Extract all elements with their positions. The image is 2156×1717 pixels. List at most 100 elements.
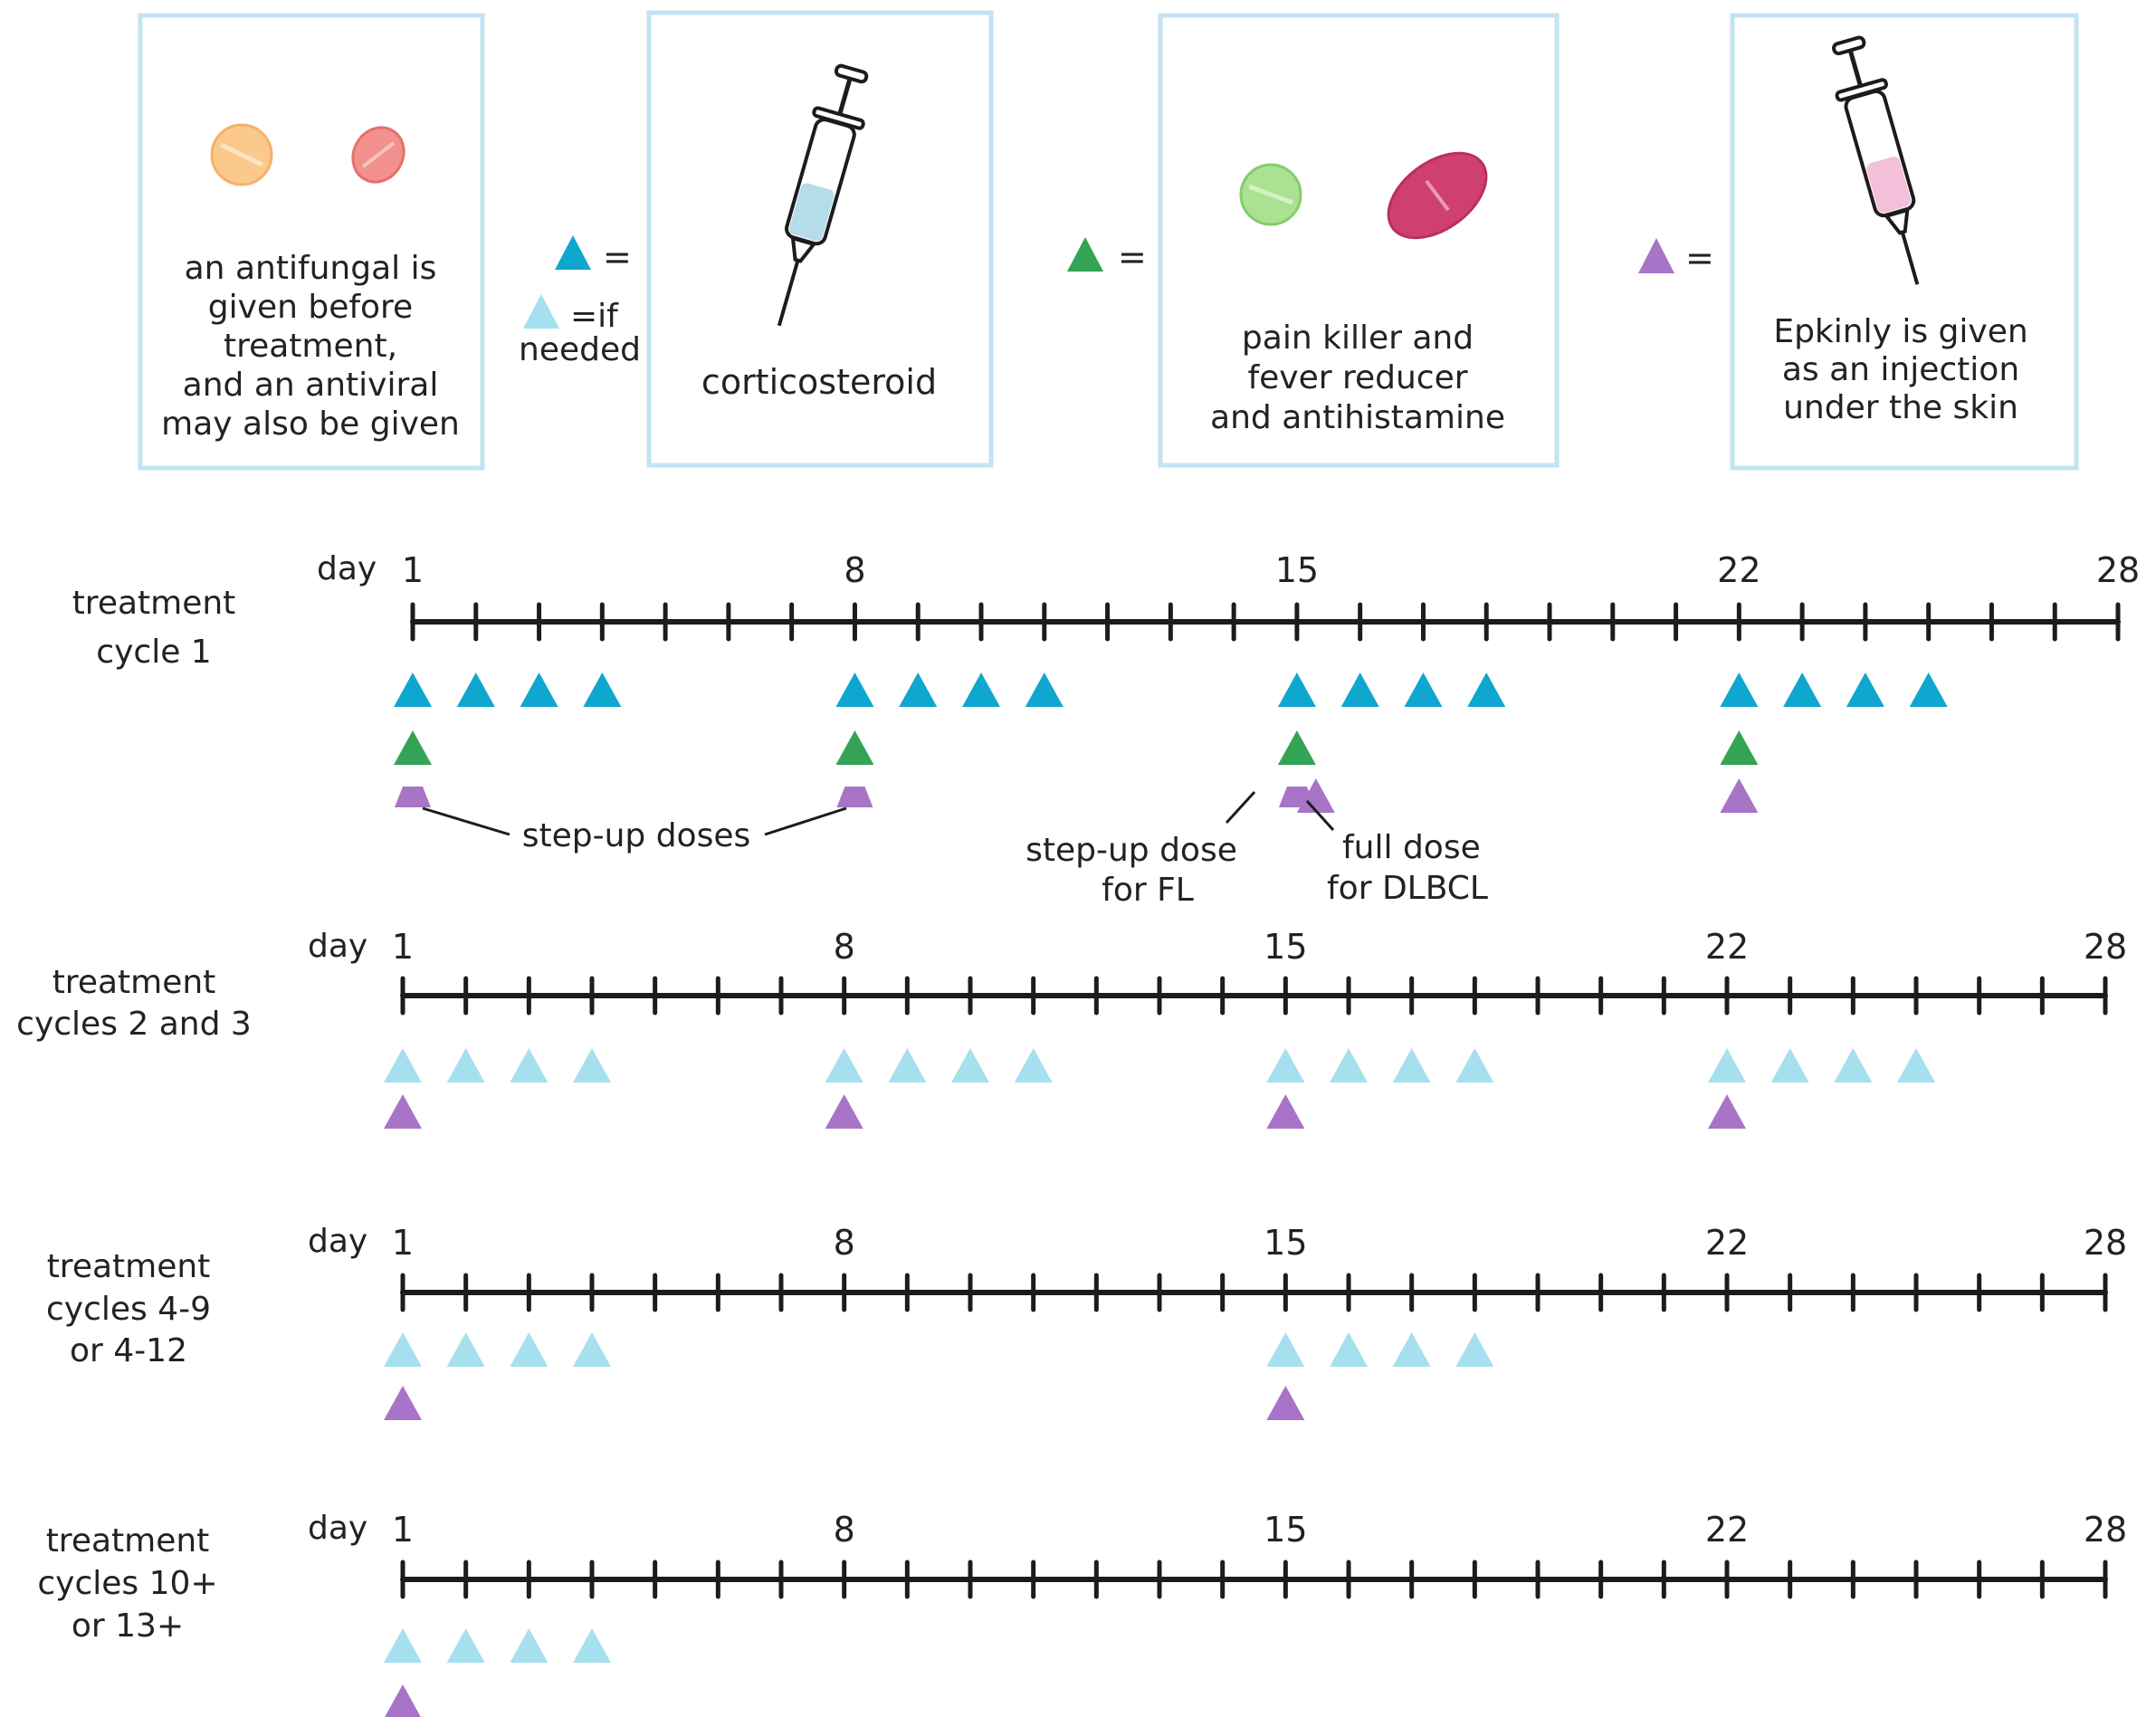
step-up-doses-label: step-up doses xyxy=(522,817,751,854)
epkinly-triangle xyxy=(1638,238,1674,273)
timeline-label-line-1: treatment xyxy=(52,964,216,1001)
day-tick-label: 1 xyxy=(392,927,414,967)
legend-card-corticosteroid: corticosteroid xyxy=(646,10,994,468)
step-up-fl-line-2: for FL xyxy=(1102,872,1194,909)
painkiller-line-2: fever reducer xyxy=(1247,359,1467,396)
dose-marker-corticosteroid-if-needed xyxy=(1770,1048,1809,1083)
antifungal-line-5: may also be given xyxy=(161,405,460,443)
antifungal-line-2: given before xyxy=(208,289,413,326)
epkinly-line-3: under the skin xyxy=(1783,389,2018,426)
dose-marker-corticosteroid xyxy=(1783,672,1822,707)
dose-marker-corticosteroid-if-needed xyxy=(384,1628,422,1663)
timeline-label-line-3: or 4-12 xyxy=(70,1332,187,1369)
legend-card-painkiller: pain killer and fever reducer and antihi… xyxy=(1158,13,1560,468)
day-tick-label: 22 xyxy=(1705,1223,1749,1263)
timeline-label-line-1: treatment xyxy=(47,1248,211,1285)
dose-marker-epkinly-stepup xyxy=(836,787,873,807)
day-tick-label: 1 xyxy=(392,1510,414,1550)
dose-marker-corticosteroid-if-needed xyxy=(573,1048,611,1083)
leader-line-dlbcl xyxy=(1305,799,1335,832)
antihistamine-pill-icon xyxy=(1387,151,1488,240)
legend-corticosteroid-symbols: = =if needed xyxy=(519,235,641,368)
dose-marker-corticosteroid xyxy=(456,672,495,707)
day-tick-label: 8 xyxy=(834,927,855,967)
dose-marker-epkinly xyxy=(385,1684,421,1717)
dose-marker-corticosteroid-if-needed xyxy=(573,1332,611,1367)
day-word: day xyxy=(308,1223,367,1260)
day-tick-label: 28 xyxy=(2096,550,2140,590)
antifungal-line-1: an antifungal is xyxy=(185,250,437,287)
dose-marker-corticosteroid xyxy=(1340,672,1379,707)
dose-marker-corticosteroid-if-needed xyxy=(951,1048,989,1083)
legend-painkiller-symbol: = xyxy=(1067,237,1147,277)
epkinly-line-2: as an injection xyxy=(1782,351,2019,388)
dose-marker-corticosteroid-if-needed xyxy=(825,1048,863,1083)
day-tick-label: 28 xyxy=(2084,927,2127,967)
painkiller-line-3: and antihistamine xyxy=(1210,399,1505,436)
dose-marker-corticosteroid-if-needed xyxy=(1266,1048,1305,1083)
dose-marker-corticosteroid xyxy=(583,672,622,707)
dose-markers xyxy=(384,1332,1494,1420)
dose-marker-corticosteroid-if-needed xyxy=(446,1332,485,1367)
dose-marker-corticosteroid-if-needed xyxy=(1330,1048,1368,1083)
dose-marker-corticosteroid-if-needed xyxy=(1392,1048,1431,1083)
dose-marker-epkinly-stepup xyxy=(395,787,431,807)
dose-marker-painkiller xyxy=(835,730,874,765)
day-tick-label: 22 xyxy=(1717,550,1760,590)
dose-marker-corticosteroid-if-needed xyxy=(1455,1332,1494,1367)
day-tick-label: 28 xyxy=(2084,1510,2127,1550)
leader-line-fl xyxy=(1225,790,1256,825)
day-tick-label: 15 xyxy=(1264,1510,1307,1550)
dose-marker-corticosteroid-if-needed xyxy=(1266,1332,1305,1367)
dose-marker-epkinly-full xyxy=(1296,778,1335,813)
dose-marker-corticosteroid xyxy=(962,672,1000,707)
day-tick-label: 8 xyxy=(844,550,865,590)
dose-marker-corticosteroid xyxy=(1025,672,1064,707)
if-needed-line-2: needed xyxy=(519,331,641,368)
day-tick-label: 22 xyxy=(1705,927,1749,967)
day-axis: 1 8 15 22 28 xyxy=(392,1510,2127,1599)
dose-marker-epkinly xyxy=(1266,1386,1305,1420)
legend-card-antifungal: an antifungal is given before treatment,… xyxy=(138,13,485,471)
dose-marker-corticosteroid xyxy=(835,672,874,707)
dose-marker-epkinly xyxy=(384,1094,422,1129)
timeline-label-line-2: cycle 1 xyxy=(96,634,211,671)
timeline-label-line-3: or 13+ xyxy=(72,1607,184,1645)
dose-marker-corticosteroid xyxy=(1846,672,1884,707)
full-dose-line-1: full dose xyxy=(1342,829,1481,866)
day-word: day xyxy=(308,1510,367,1547)
syringe-pink-icon xyxy=(1832,35,1920,285)
dose-marker-epkinly xyxy=(384,1386,422,1420)
painkiller-pill-icon xyxy=(1239,163,1302,226)
timeline-label-line-2: cycles 2 and 3 xyxy=(16,1006,252,1043)
dose-marker-corticosteroid-if-needed xyxy=(1392,1332,1431,1367)
dose-marker-corticosteroid xyxy=(899,672,938,707)
dose-marker-corticosteroid xyxy=(1909,672,1948,707)
corticosteroid-triangle xyxy=(555,235,591,270)
dose-marker-corticosteroid-if-needed xyxy=(1014,1048,1053,1083)
leader-line-right xyxy=(764,806,847,836)
dose-marker-corticosteroid-if-needed xyxy=(510,1628,549,1663)
dose-marker-corticosteroid-if-needed xyxy=(446,1048,485,1083)
dose-marker-corticosteroid xyxy=(1277,672,1316,707)
timeline-label-line-2: cycles 10+ xyxy=(37,1565,217,1602)
dose-marker-corticosteroid-if-needed xyxy=(384,1332,422,1367)
dose-marker-corticosteroid-if-needed xyxy=(510,1332,549,1367)
syringe-blue-icon xyxy=(777,63,869,327)
day-tick-label: 8 xyxy=(834,1510,855,1550)
dose-marker-corticosteroid-if-needed xyxy=(1330,1332,1368,1367)
dose-marker-corticosteroid xyxy=(520,672,558,707)
day-tick-label: 22 xyxy=(1705,1510,1749,1550)
dose-marker-corticosteroid-if-needed xyxy=(573,1628,611,1663)
antifungal-pill-icon xyxy=(210,123,273,186)
dose-marker-epkinly-full xyxy=(1720,778,1759,813)
dose-marker-painkiller xyxy=(1720,730,1759,765)
day-word: day xyxy=(317,550,377,587)
corticosteroid-equals: = xyxy=(603,237,632,277)
dose-marker-corticosteroid-if-needed xyxy=(510,1048,549,1083)
full-dose-line-2: for DLBCL xyxy=(1327,870,1488,907)
leader-line-left xyxy=(422,806,510,836)
